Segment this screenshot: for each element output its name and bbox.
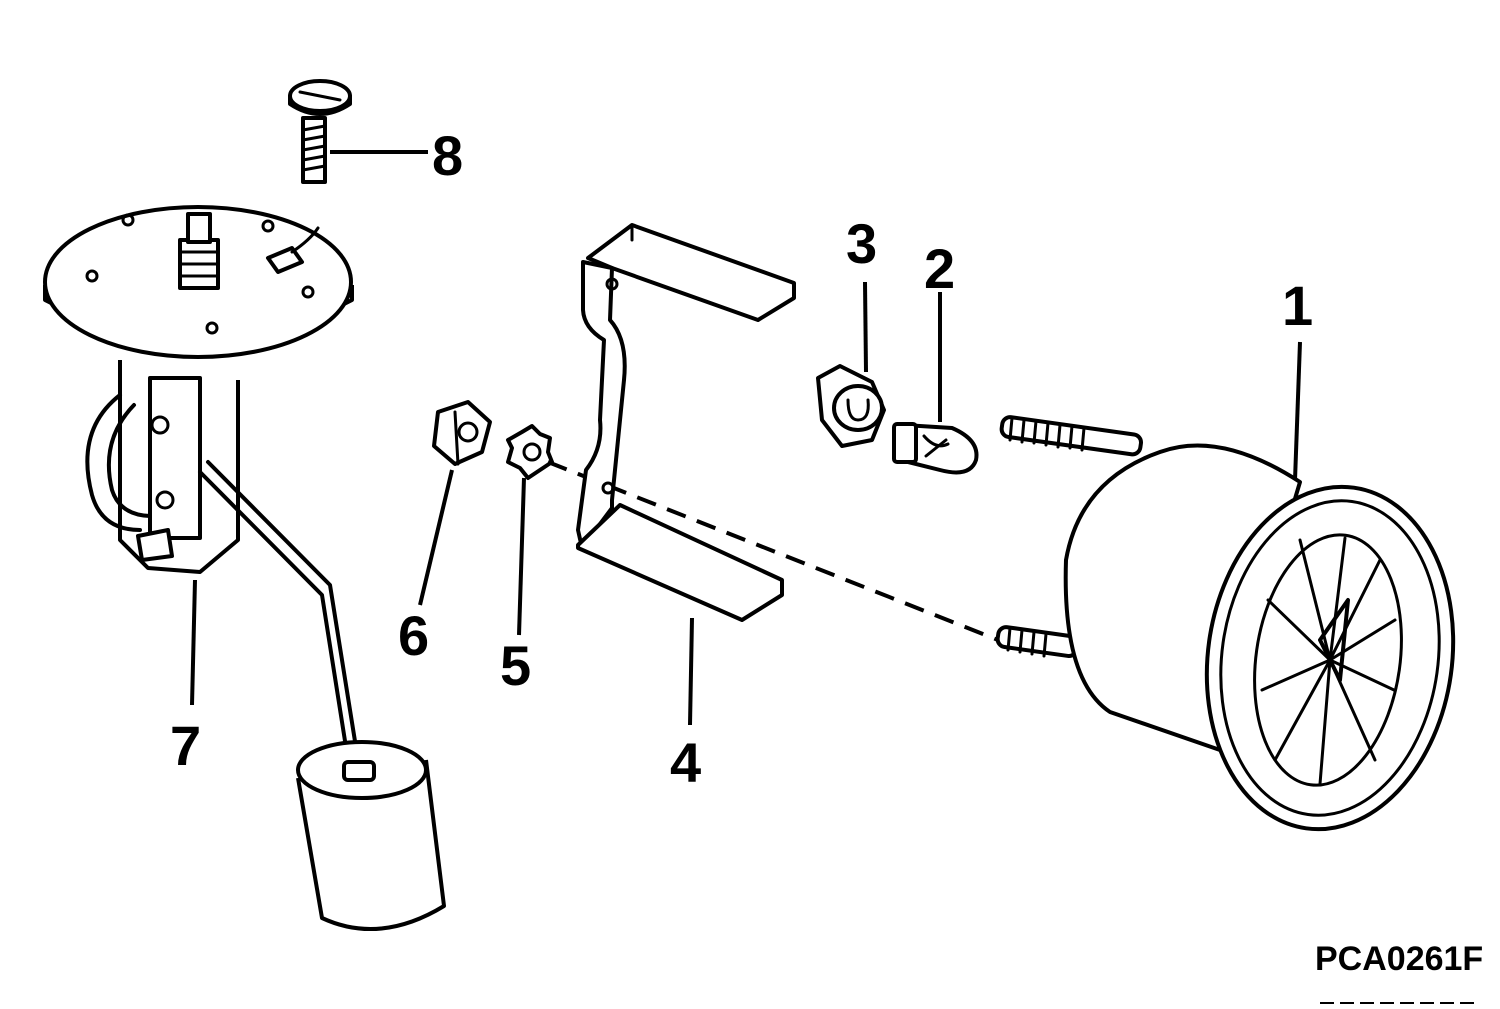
- assembly-line: [547, 460, 999, 642]
- callout-1: 1: [1282, 274, 1313, 337]
- leader-6: [418, 469, 454, 606]
- leader-5: [517, 477, 526, 636]
- screw-icon: [288, 79, 352, 184]
- leader-3: [863, 281, 868, 373]
- bulb-icon: [892, 422, 979, 475]
- callout-7: 7: [170, 714, 201, 777]
- leader-1: [1293, 341, 1302, 481]
- callout-4: 4: [670, 731, 701, 794]
- leader-7: [190, 579, 197, 706]
- callout-8: 8: [432, 124, 463, 187]
- hex-nut-icon: [432, 400, 492, 466]
- callout-2: 2: [924, 237, 955, 300]
- lock-washer-icon: [506, 424, 554, 480]
- figure-code: PCA0261F: [1315, 940, 1483, 978]
- stud-threads: [1006, 416, 1086, 658]
- mounting-bracket-icon: [576, 223, 796, 622]
- callout-6: 6: [398, 604, 429, 667]
- callout-5: 5: [500, 634, 531, 697]
- callout-3: 3: [846, 212, 877, 275]
- fuel-gauge-icon: [995, 415, 1456, 832]
- leader-4: [688, 617, 694, 726]
- fuel-sender-icon: [43, 205, 446, 932]
- bulb-socket-icon: [816, 364, 886, 448]
